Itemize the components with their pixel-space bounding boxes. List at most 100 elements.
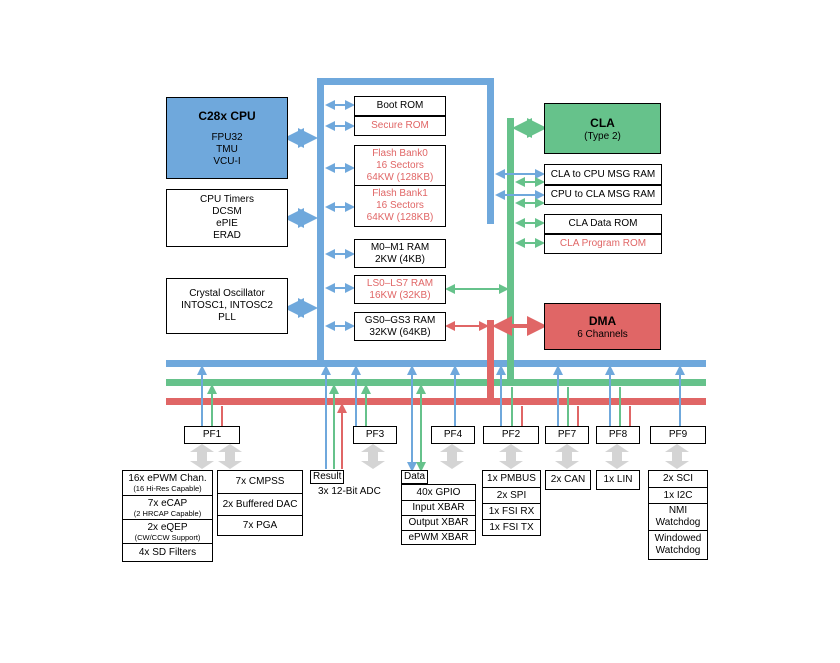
flash1-line: 64KW (128KB) [366, 212, 434, 223]
pf4-label: PF4 [431, 426, 475, 444]
pf1-peripherals-a: 16x ePWM Chan. (16 Hi-Res Capable) 7x eC… [122, 470, 213, 562]
boot-rom-label: Boot ROM [376, 100, 424, 111]
pf8-label: PF8 [596, 426, 640, 444]
pga-cell: 7x PGA [218, 515, 302, 535]
pf9-text: PF9 [668, 429, 688, 440]
cla-bus [166, 118, 706, 386]
input-xbar-label: Input XBAR [412, 502, 465, 513]
pf1-peripherals-b: 7x CMPSS 2x Buffered DAC 7x PGA [217, 470, 303, 536]
c28x-cpu-block: C28x CPU FPU32 TMU VCU-I [166, 97, 288, 179]
can-label: 2x CAN [550, 474, 586, 485]
dma-peripheral-bus [166, 398, 706, 405]
gpio-data-tag: Data [401, 470, 429, 484]
eqep-label: 2x eQEP [147, 521, 188, 533]
flash-bank1-block: Flash Bank1 16 Sectors 64KW (128KB) [354, 185, 446, 227]
spi-cell: 2x SPI [483, 487, 540, 503]
cpu-line: FPU32 [211, 132, 243, 143]
nmi-watchdog-cell: NMI Watchdog [649, 503, 707, 530]
nmi-line: Watchdog [655, 517, 701, 528]
cpu-timers-block: CPU Timers DCSM ePIE ERAD [166, 189, 288, 247]
spi-label: 2x SPI [496, 489, 527, 501]
output-xbar-label: Output XBAR [408, 517, 469, 528]
windowed-watchdog-cell: Windowed Watchdog [649, 530, 707, 559]
pga-label: 7x PGA [242, 519, 278, 531]
cla-to-cpu-msg-ram: CLA to CPU MSG RAM [544, 164, 662, 185]
fsi-tx-label: 1x FSI TX [489, 521, 534, 533]
eqep-note: (CW/CCW Support) [134, 532, 201, 542]
ecap-label: 7x eCAP [147, 497, 188, 509]
timers-line: CPU Timers [200, 194, 254, 205]
cmpss-label: 7x CMPSS [235, 476, 285, 487]
cla-data-rom: CLA Data ROM [544, 214, 662, 234]
pf9-peripherals: 2x SCI 1x I2C NMI Watchdog Windowed Watc… [648, 470, 708, 560]
secure-rom-label: Secure ROM [371, 120, 429, 131]
epwm-xbar-label: ePWM XBAR [408, 531, 469, 543]
gs-line: 32KW (64KB) [369, 326, 431, 338]
pf9-label: PF9 [650, 426, 706, 444]
timers-line: DCSM [212, 206, 242, 217]
epwm-label: 16x ePWM Chan. [128, 473, 207, 484]
dma-subtitle: 6 Channels [577, 328, 628, 340]
ecap-cell: 7x eCAP (2 HRCAP Capable) [123, 495, 212, 519]
cpu-title: C28x CPU [198, 109, 256, 123]
pf1-label: PF1 [184, 426, 240, 444]
pf2-text: PF2 [501, 429, 521, 440]
fsi-tx-cell: 1x FSI TX [483, 519, 540, 535]
eqep-cell: 2x eQEP (CW/CCW Support) [123, 519, 212, 543]
m0m1-line: 2KW (4KB) [374, 253, 425, 265]
cpu-memory-bus [166, 78, 706, 367]
flash0-line: Flash Bank0 [372, 147, 428, 159]
peripheral-frame-arrows [190, 444, 689, 469]
dma-title: DMA [588, 313, 617, 328]
epwm-cell: 16x ePWM Chan. (16 Hi-Res Capable) [123, 471, 212, 495]
sci-cell: 2x SCI [649, 471, 707, 487]
boot-rom-block: Boot ROM [354, 96, 446, 116]
pf8-peripherals: 1x LIN [596, 470, 640, 490]
flash1-line: Flash Bank1 [372, 188, 428, 199]
flash0-line: 16 Sectors [376, 159, 424, 171]
gpio-label: 40x GPIO [416, 486, 461, 498]
pmbus-cell: 1x PMBUS [483, 471, 540, 487]
cla-title: CLA [590, 115, 615, 130]
secure-rom-block: Secure ROM [354, 116, 446, 136]
output-xbar-cell: Output XBAR [402, 515, 475, 530]
pf2-label: PF2 [483, 426, 539, 444]
adc-result-tag: Result [310, 470, 345, 484]
dma-bus [166, 320, 706, 405]
cla-to-cpu-label: CLA to CPU MSG RAM [550, 168, 656, 180]
nmi-line: NMI [668, 505, 688, 516]
i2c-label: 1x I2C [663, 489, 693, 501]
pf3-text: PF3 [365, 429, 385, 440]
fsi-rx-cell: 1x FSI RX [483, 503, 540, 519]
ls-ram-block: LS0–LS7 RAM 16KW (32KB) [354, 275, 446, 304]
windowed-line: Windowed [654, 533, 702, 544]
osc-line: PLL [218, 312, 236, 323]
dac-cell: 2x Buffered DAC [218, 493, 302, 515]
osc-line: INTOSC1, INTOSC2 [181, 300, 273, 311]
pf7-peripherals: 2x CAN [545, 470, 591, 490]
flash-bank0-block: Flash Bank0 16 Sectors 64KW (128KB) [354, 145, 446, 186]
i2c-cell: 1x I2C [649, 487, 707, 503]
ls-line: 16KW (32KB) [369, 289, 431, 301]
lin-label: 1x LIN [603, 474, 633, 485]
sd-filters-cell: 4x SD Filters [123, 543, 212, 561]
cpu-to-cla-msg-ram: CPU to CLA MSG RAM [544, 185, 662, 205]
cla-program-rom: CLA Program ROM [544, 234, 662, 254]
timers-line: ERAD [213, 230, 241, 241]
gs-ram-block: GS0–GS3 RAM 32KW (64KB) [354, 312, 446, 341]
epwm-note: (16 Hi-Res Capable) [133, 484, 202, 493]
cla-peripheral-bus [166, 379, 706, 386]
m0m1-line: M0–M1 RAM [370, 241, 430, 253]
timers-line: ePIE [216, 218, 238, 229]
flash0-line: 64KW (128KB) [366, 171, 434, 183]
pmbus-label: 1x PMBUS [487, 473, 536, 484]
dma-block: DMA 6 Channels [544, 303, 661, 350]
cpu-line: VCU-I [213, 156, 241, 167]
input-xbar-cell: Input XBAR [402, 500, 475, 515]
cla-subtitle: (Type 2) [584, 130, 621, 142]
flash1-line: 16 Sectors [376, 200, 424, 211]
pf1-text: PF1 [202, 429, 222, 440]
pf7-text: PF7 [557, 429, 577, 440]
pf3-label: PF3 [353, 426, 397, 444]
